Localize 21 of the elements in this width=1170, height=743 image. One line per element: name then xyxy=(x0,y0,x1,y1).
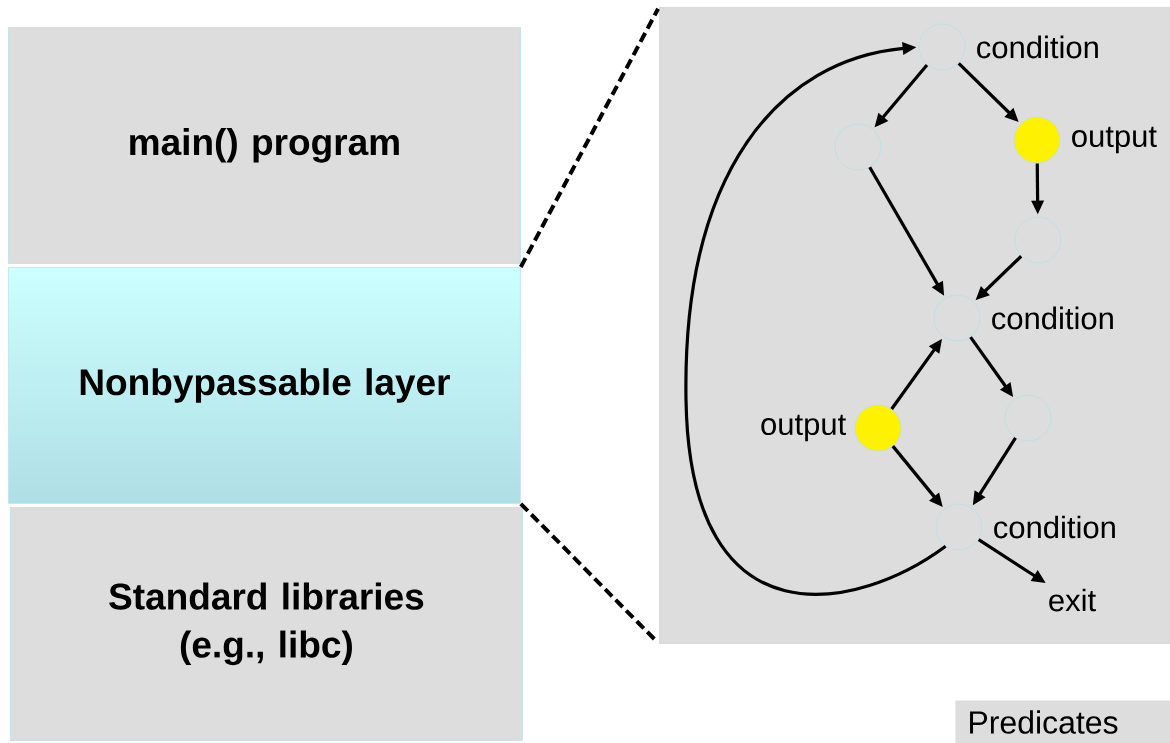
zoom-line xyxy=(519,7,660,268)
node-label: condition xyxy=(992,306,1113,330)
node-label: output xyxy=(1072,126,1157,154)
node-label: output xyxy=(761,414,846,442)
flow-node xyxy=(1013,116,1061,164)
layer-box: main() program xyxy=(8,27,521,264)
flow-node xyxy=(854,404,902,452)
flow-node xyxy=(1014,216,1062,264)
layer-box: Standard libraries (e.g., libc) xyxy=(10,507,523,741)
flow-node xyxy=(918,23,966,71)
flow-node xyxy=(834,123,882,171)
panel xyxy=(659,7,1170,644)
node-label: condition xyxy=(977,35,1098,59)
loop-arrow xyxy=(684,42,947,596)
flow-node xyxy=(1004,394,1052,442)
exit-label: exit xyxy=(1049,588,1096,612)
layer-box: Nonbypassable layer xyxy=(8,267,521,504)
node-label: condition xyxy=(994,515,1115,539)
flow-node xyxy=(935,503,983,551)
note-box: Predicates xyxy=(955,700,1170,743)
flow-node xyxy=(933,294,981,342)
